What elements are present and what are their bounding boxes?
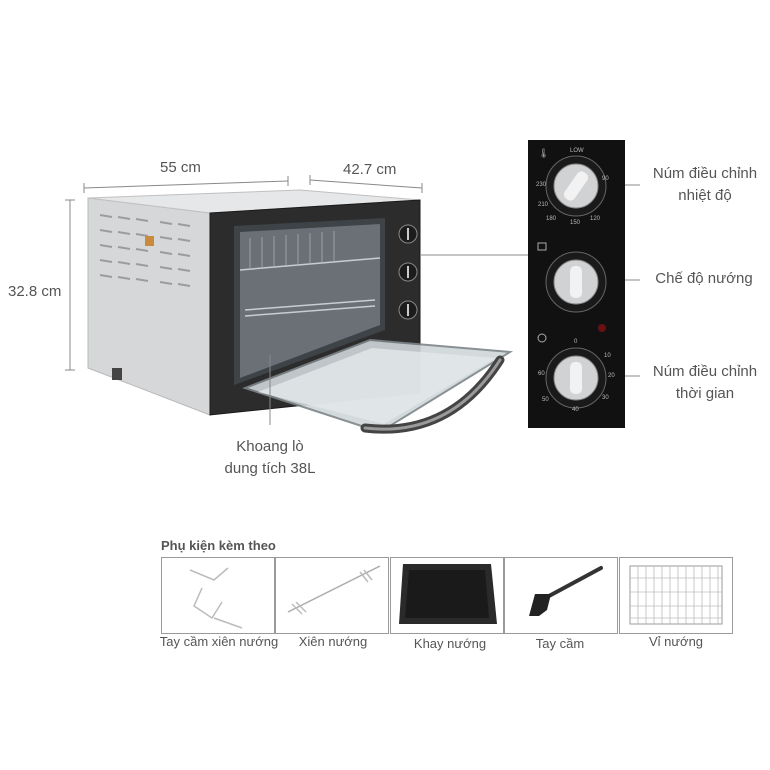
temp-mark: 180 bbox=[546, 216, 557, 222]
side-vents bbox=[99, 214, 191, 287]
chamber-callout-line2: dung tích 38L bbox=[224, 460, 316, 477]
skewer-handle-icon bbox=[189, 567, 243, 629]
chamber-callout: Khoang lò dung tích 38L bbox=[200, 436, 340, 480]
temp-mark: 230 bbox=[536, 182, 547, 188]
accessories-title: Phụ kiện kèm theo bbox=[161, 538, 276, 553]
grill-rack-icon bbox=[629, 565, 723, 625]
temp-mark: 150 bbox=[570, 220, 581, 226]
accessory-cell-skewer bbox=[275, 557, 389, 634]
oven-racks bbox=[239, 257, 381, 317]
timer-mark: 60 bbox=[538, 371, 545, 377]
temp-mark: LOW bbox=[570, 148, 584, 154]
accessory-cell-rack bbox=[619, 557, 733, 634]
oven-drawing: 🌡 bbox=[65, 140, 640, 434]
chamber-callout-line1: Khoang lò bbox=[236, 438, 304, 455]
depth-label: 42.7 cm bbox=[343, 161, 397, 178]
dimension-lines bbox=[65, 175, 423, 371]
temp-scale: LOW 90 120 150 180 210 230 bbox=[528, 140, 625, 235]
height-label: 32.8 cm bbox=[8, 283, 62, 300]
accessory-label: Khay nướng bbox=[413, 636, 487, 651]
temp-mark: 120 bbox=[590, 216, 601, 222]
oven-illustration: 🌡 bbox=[65, 140, 640, 434]
timer-mark: 10 bbox=[604, 353, 611, 359]
accessory-label: Vỉ nướng bbox=[648, 634, 704, 649]
timer-mark: 30 bbox=[602, 395, 609, 401]
timer-mark: 40 bbox=[572, 407, 579, 413]
width-label: 55 cm bbox=[160, 159, 201, 176]
accessory-cell-skewer-handle bbox=[161, 557, 275, 634]
accessory-label: Tay cầm xiên nướng bbox=[159, 634, 279, 649]
temperature-knob-callout: Núm điều chỉnh nhiệt độ bbox=[652, 165, 758, 204]
baking-tray-icon bbox=[399, 564, 497, 624]
temp-mark: 90 bbox=[602, 176, 609, 182]
timer-mark: 20 bbox=[608, 373, 615, 379]
temp-mark: 210 bbox=[538, 202, 549, 208]
accessory-label: Xiên nướng bbox=[298, 634, 368, 649]
timer-knob-callout: Núm điều chỉnh thời gian bbox=[652, 363, 758, 402]
tray-handle-icon bbox=[529, 566, 603, 616]
cooking-mode-callout: Chế độ nướng bbox=[655, 270, 753, 287]
timer-mark: 0 bbox=[574, 339, 578, 345]
timer-mark: 50 bbox=[542, 397, 549, 403]
skewer-icon bbox=[287, 565, 381, 615]
accessory-cell-handle bbox=[504, 557, 618, 634]
accessory-cell-tray bbox=[390, 557, 504, 634]
timer-scale: 0 10 20 30 40 50 60 bbox=[528, 335, 625, 425]
svg-text:🌡: 🌡 bbox=[538, 148, 549, 158]
accessory-label: Tay cầm bbox=[535, 636, 585, 651]
